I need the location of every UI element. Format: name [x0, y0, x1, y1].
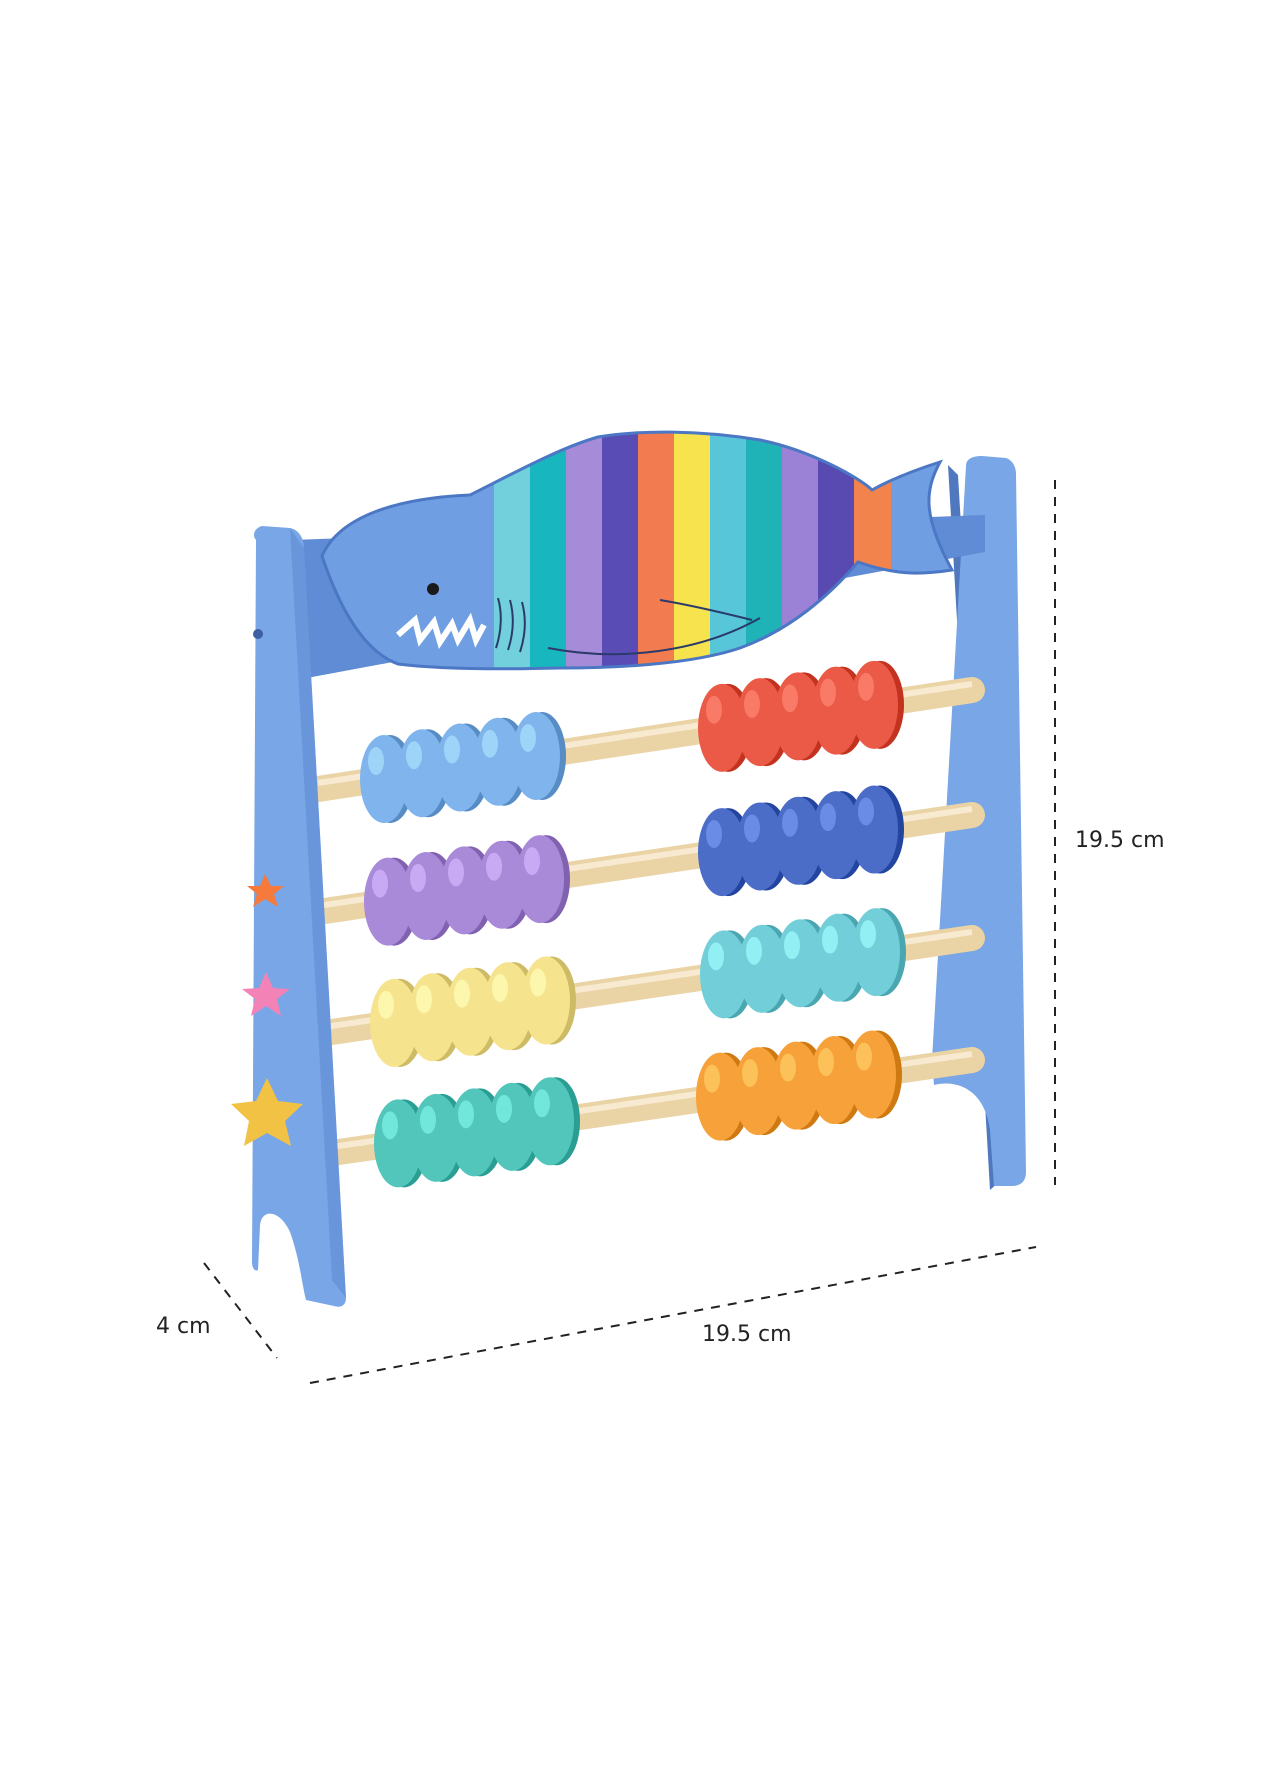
bead[interactable]: [848, 1030, 902, 1119]
peg-hole: [253, 629, 263, 639]
shark-stripe: [602, 432, 639, 669]
shark-eye-icon: [427, 583, 439, 595]
abacus-row: [305, 660, 985, 824]
star-icon: [247, 874, 284, 907]
depth-label: 4 cm: [156, 1314, 211, 1339]
bead[interactable]: [522, 956, 576, 1045]
shark-stripe: [854, 432, 891, 669]
width-label: 19.5 cm: [702, 1322, 792, 1347]
width-dimension-line: [309, 1246, 1037, 1384]
bead[interactable]: [738, 924, 792, 1013]
shark-stripe: [494, 432, 531, 669]
bead[interactable]: [852, 908, 906, 997]
bead[interactable]: [512, 712, 566, 800]
bead[interactable]: [736, 802, 790, 891]
star-icon: [242, 972, 290, 1016]
bead[interactable]: [412, 1093, 466, 1182]
shark-stripe: [710, 432, 747, 669]
abacus-row: [305, 908, 985, 1067]
bead[interactable]: [478, 840, 532, 929]
shark-stripe: [746, 432, 783, 669]
shark-stripe: [782, 432, 819, 669]
shark-teeth: [396, 612, 487, 649]
bead[interactable]: [516, 835, 570, 924]
dimension-lines: [203, 480, 1056, 1384]
star-decorations: [231, 874, 303, 1146]
bead[interactable]: [850, 660, 904, 749]
bead[interactable]: [488, 1082, 542, 1171]
bead[interactable]: [850, 785, 904, 874]
abacus-row: [305, 785, 985, 946]
shark-topper: [320, 430, 955, 671]
depth-dimension-line: [203, 1262, 278, 1359]
bead[interactable]: [700, 930, 754, 1019]
height-label: 19.5 cm: [1075, 828, 1165, 853]
shark-stripe: [530, 432, 567, 669]
shark-stripe: [674, 432, 711, 669]
star-icon: [231, 1078, 303, 1146]
abacus-row: [305, 1030, 985, 1188]
bead[interactable]: [402, 851, 456, 940]
shark-stripe: [566, 432, 603, 669]
shark-stripe: [638, 432, 675, 669]
bead[interactable]: [360, 735, 414, 824]
shark-stripe: [818, 432, 855, 669]
bead[interactable]: [526, 1077, 580, 1166]
